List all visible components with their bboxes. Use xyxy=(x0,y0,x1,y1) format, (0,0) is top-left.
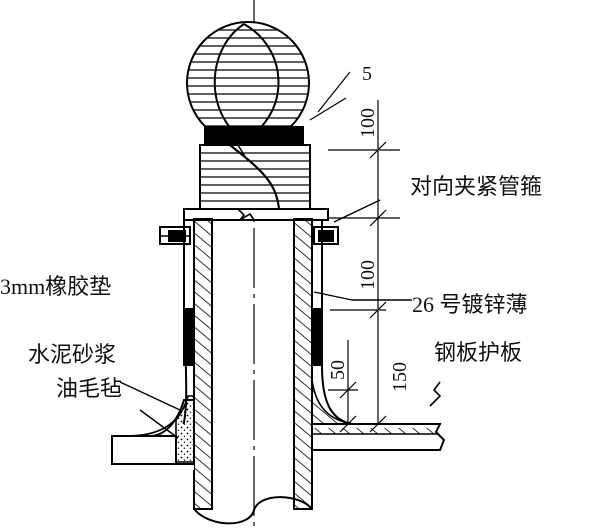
dim-flashing-base: 50 xyxy=(327,360,349,380)
dim-cap-height: 100 xyxy=(357,108,379,138)
label-rubber-gasket: 3mm橡胶垫 xyxy=(0,274,111,299)
roof-slab-left xyxy=(111,395,195,470)
cap-collar xyxy=(199,126,311,210)
vent-pipe xyxy=(193,218,313,525)
roof-slab-right xyxy=(311,381,446,451)
dimension-lines xyxy=(309,71,400,433)
dim-flashing-total: 150 xyxy=(389,362,411,392)
vent-ball-cap xyxy=(186,21,310,145)
label-flashing-line1: 26 号镀锌薄 xyxy=(412,292,528,317)
dim-clamp-to-flashing: 100 xyxy=(357,260,379,290)
callout-labels: 对向夹紧管箍 3mm橡胶垫 26 号镀锌薄 钢板护板 水泥砂浆 油毛毡 xyxy=(0,174,542,401)
label-felt: 油毛毡 xyxy=(56,376,122,401)
dimension-values: 5 100 100 150 50 xyxy=(327,63,411,392)
label-mortar: 水泥砂浆 xyxy=(28,342,116,367)
label-clamp: 对向夹紧管箍 xyxy=(410,174,542,199)
label-flashing-line2: 钢板护板 xyxy=(434,340,522,365)
dim-gap: 5 xyxy=(362,63,372,85)
mortar-fillet-right xyxy=(311,379,353,425)
leader-lines xyxy=(119,199,412,439)
